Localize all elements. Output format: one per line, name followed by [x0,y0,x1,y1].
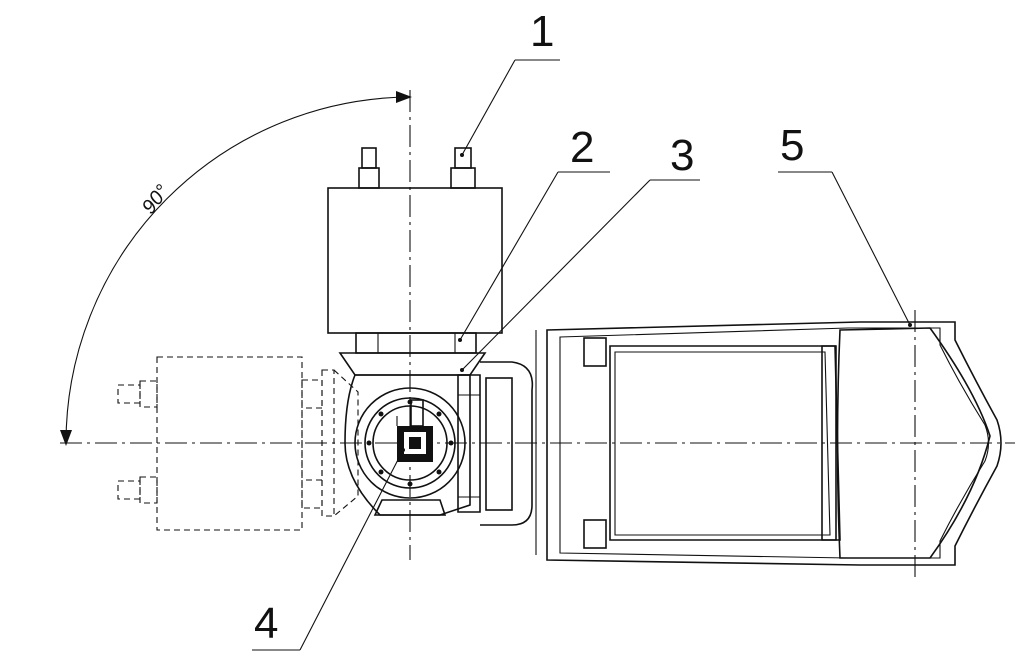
arrow-head-left [60,430,72,446]
callout-4: 4 [254,599,278,648]
center-lines [60,90,1015,580]
callout-3: 3 [670,131,694,180]
upper-cylinder-unit [327,147,503,376]
vehicle-chassis [546,321,1002,566]
rotation-arc: 90° [60,91,412,446]
mounting-bracket [457,330,537,555]
rotary-head [344,374,471,516]
callout-labels: 1 2 3 5 4 [254,7,804,648]
callout-leaders [252,59,912,651]
callout-2: 2 [570,123,594,172]
callout-5: 5 [780,121,804,170]
arrow-head-top [396,91,412,103]
callout-1: 1 [530,7,554,56]
left-dashed-unit [117,356,359,531]
angle-label: 90° [138,181,174,218]
